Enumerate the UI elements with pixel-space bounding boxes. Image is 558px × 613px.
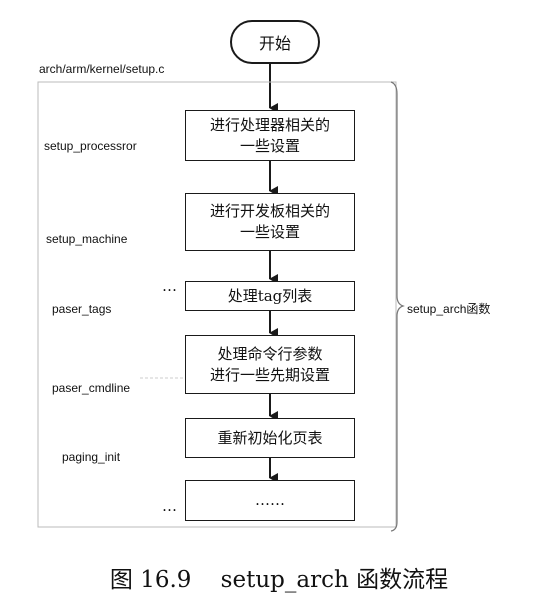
group-label: setup_arch函数 <box>407 302 491 316</box>
step-cmdline-line2: 进行一些先期设置 <box>209 365 330 384</box>
step-machine-line1: 进行开发板相关的 <box>209 202 330 220</box>
func-label-paser-cmdline: paser_cmdline <box>52 381 131 395</box>
func-label-paser-tags: paser_tags <box>52 302 112 316</box>
group-bracket <box>390 81 405 532</box>
step-machine-line2: 一些设置 <box>239 223 300 241</box>
step-tag-list: 处理tag列表 <box>185 281 355 311</box>
step-cmdline-line1: 处理命令行参数 <box>217 344 323 363</box>
setup-c-frame <box>37 81 397 528</box>
step-paging-init: 重新初始化页表 <box>185 418 355 458</box>
step-ellipsis-text: …… <box>255 491 285 509</box>
figure-caption: 图 16.9 setup_arch 函数流程 <box>109 567 449 593</box>
func-label-setup-processror: setup_processror <box>44 139 137 153</box>
step-cmdline: 处理命令行参数进行一些先期设置 <box>185 335 355 394</box>
step-processor-line1: 进行处理器相关的 <box>209 115 330 134</box>
step-paging-init-text: 重新初始化页表 <box>217 428 323 447</box>
step-ellipsis: …… <box>185 480 355 521</box>
step-tag-list-text: 处理tag列表 <box>227 286 313 305</box>
step-processor-setup: 进行处理器相关的一些设置 <box>185 110 355 161</box>
func-label-paging-init: paging_init <box>62 450 121 464</box>
step-machine-setup: 进行开发板相关的一些设置 <box>185 193 355 251</box>
start-node: 开始 <box>230 20 320 64</box>
func-label-setup-machine: setup_machine <box>46 232 128 246</box>
side-dots-tags: … <box>162 277 178 295</box>
side-dots-bottom: … <box>162 497 178 515</box>
start-label: 开始 <box>258 34 291 53</box>
file-label: arch/arm/kernel/setup.c <box>39 62 165 76</box>
step-processor-line2: 一些设置 <box>239 136 300 155</box>
